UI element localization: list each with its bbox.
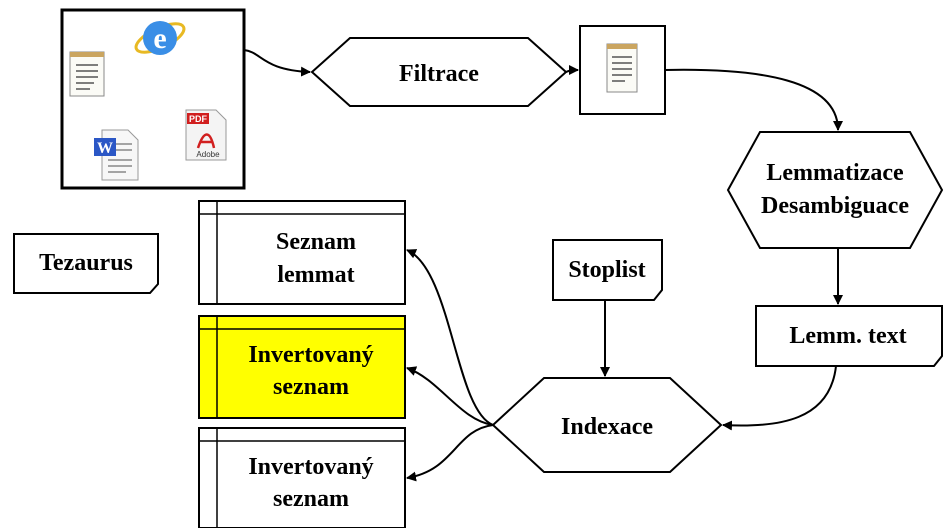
internet-explorer-icon: e <box>134 21 186 55</box>
notepad-document-icon <box>69 51 105 97</box>
invertovany-1-line-2: seznam <box>273 374 349 400</box>
seznam-lemmat-line-1: Seznam <box>276 229 356 255</box>
invertovany-seznam-highlighted-node: Invertovaný seznam <box>198 315 406 419</box>
lemmatizace-node: Lemmatizace Desambiguace <box>726 131 944 249</box>
arrow-document-to-lemmatizace <box>664 68 843 131</box>
arrow-indexace-to-invertovany-2 <box>406 424 494 482</box>
arrow-filtrace-to-document <box>565 65 579 76</box>
invertovany-1-line-1: Invertovaný <box>248 342 373 368</box>
invertovany-2-line-2: seznam <box>273 486 349 512</box>
pdf-adobe-icon: PDF Adobe <box>185 109 227 161</box>
tezaurus-node: Tezaurus <box>13 233 159 294</box>
arrow-indexace-to-invertovany-1 <box>406 366 494 426</box>
filtrace-label: Filtrace <box>399 61 479 87</box>
pdf-label: PDF <box>189 114 208 124</box>
indexace-label: Indexace <box>561 414 653 440</box>
arrow-indexace-to-seznam-lemmat <box>406 249 494 426</box>
lemm-text-label: Lemm. text <box>789 323 906 349</box>
lemmatizace-label: Lemmatizace <box>766 160 904 186</box>
word-letter: W <box>97 140 113 157</box>
invertovany-seznam-node: Invertovaný seznam <box>198 427 406 528</box>
seznam-lemmat-line-2: lemmat <box>277 262 354 288</box>
filtered-document-node <box>579 25 666 115</box>
seznam-lemmat-node: Seznam lemmat <box>198 200 406 305</box>
notepad-document-icon <box>606 43 638 93</box>
stoplist-node: Stoplist <box>552 239 663 301</box>
arrow-lemm-text-to-indexace <box>722 365 837 431</box>
stoplist-label: Stoplist <box>568 257 645 283</box>
ie-letter: e <box>153 22 166 55</box>
indexace-node: Indexace <box>491 377 723 473</box>
word-document-icon: W <box>94 129 139 181</box>
filtrace-node: Filtrace <box>310 37 568 107</box>
lemm-text-node: Lemm. text <box>755 305 943 367</box>
arrow-sources-to-filtrace <box>243 49 311 77</box>
desambiguace-label: Desambiguace <box>761 193 909 219</box>
adobe-label: Adobe <box>196 150 220 159</box>
invertovany-2-line-1: Invertovaný <box>248 454 373 480</box>
source-documents-box: e PDF Adobe W <box>60 8 246 190</box>
tezaurus-label: Tezaurus <box>39 250 133 276</box>
